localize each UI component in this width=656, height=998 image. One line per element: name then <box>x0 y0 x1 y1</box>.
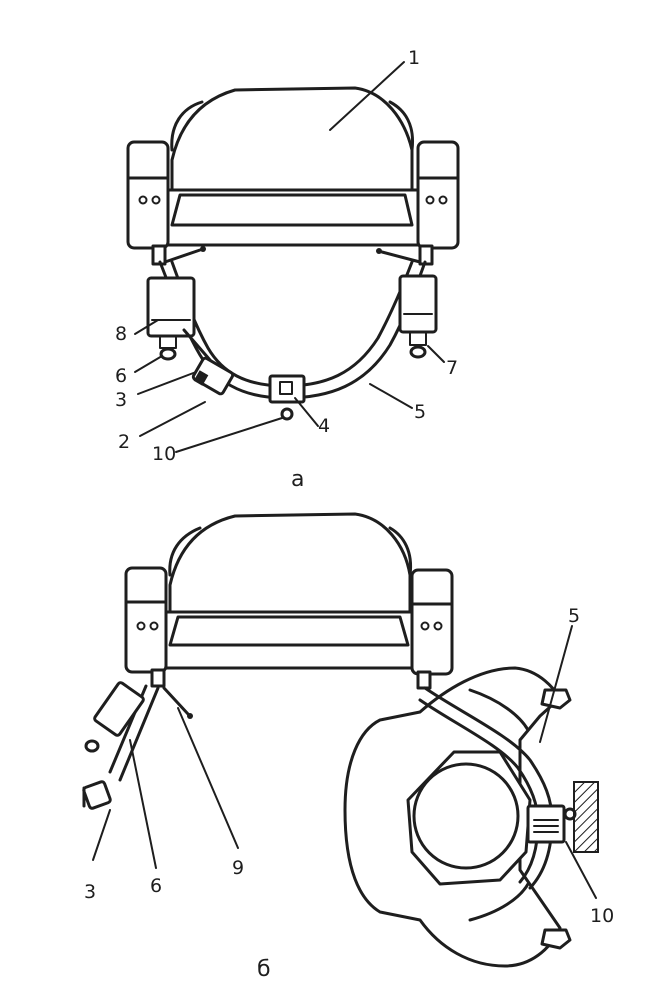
person-upper-arm-b <box>468 688 530 732</box>
seat-dome-b <box>168 512 412 614</box>
person-upper-hand-b <box>540 688 572 710</box>
right-housing-a <box>398 274 438 334</box>
right-shoulder-a <box>388 100 415 152</box>
lever-9-b <box>162 686 190 716</box>
left-side-block-b <box>124 566 168 674</box>
figure-b: 5 3 6 9 10 б <box>82 512 614 982</box>
clamp-jaw-a <box>193 370 209 386</box>
person-lower-hand-b <box>540 928 572 950</box>
label-3: 3 <box>115 389 127 411</box>
right-side-block-a <box>416 140 460 250</box>
latch-spring-b <box>533 819 559 833</box>
label-6-b: 6 <box>150 875 162 897</box>
center-latch-b <box>526 804 566 844</box>
latch-pin-a <box>280 407 294 421</box>
wall-b <box>573 781 599 853</box>
label-5-b: 5 <box>568 605 580 627</box>
left-housing-a <box>146 276 196 338</box>
center-latch-window-a <box>279 381 293 395</box>
frame-inner-a <box>170 193 414 227</box>
u-bar-inner-b <box>418 698 540 884</box>
label-4: 4 <box>318 415 330 437</box>
label-10: 10 <box>152 443 176 465</box>
left-knob-b <box>84 739 100 753</box>
right-lever-a <box>380 250 422 264</box>
label-2: 2 <box>118 431 130 453</box>
left-clamp-b <box>82 780 112 810</box>
left-pivot-a <box>151 244 167 266</box>
left-pivot-b <box>150 668 166 688</box>
person-head-b <box>412 762 520 870</box>
label-10-b: 10 <box>590 905 614 927</box>
label-3-b: 3 <box>84 881 96 903</box>
right-housing-detail-a <box>403 313 433 346</box>
left-arm-a <box>182 328 212 362</box>
seat-dome-a <box>170 86 414 192</box>
frame-inner-b <box>168 615 410 647</box>
label-9-b: 9 <box>232 857 244 879</box>
right-lever-knob-a <box>376 248 382 254</box>
left-housing-b <box>93 681 145 737</box>
right-side-block-b <box>410 568 454 676</box>
frame-body-a <box>158 188 427 247</box>
left-lever-knob-a <box>200 246 206 252</box>
center-latch-a <box>268 374 306 404</box>
label-7: 7 <box>446 357 458 379</box>
left-knob-a <box>159 347 177 361</box>
right-shoulder-b <box>388 526 413 577</box>
label-8: 8 <box>115 323 127 345</box>
label-1: 1 <box>408 47 420 69</box>
frame-body-b <box>156 610 422 670</box>
left-shoulder-b <box>168 526 202 577</box>
clamp-block-a <box>191 356 235 396</box>
u-bar-outer-b <box>423 686 554 890</box>
label-6: 6 <box>115 365 127 387</box>
left-side-block-a <box>126 140 170 250</box>
caption-b: б <box>257 957 271 982</box>
left-lever-a <box>163 248 202 264</box>
left-arm-b <box>118 686 160 782</box>
right-pivot-b <box>416 670 432 690</box>
label-5: 5 <box>414 401 426 423</box>
caption-a: a <box>291 467 304 492</box>
right-pivot-a <box>418 244 434 266</box>
lever-9-knob-b <box>187 713 193 719</box>
right-knob-a <box>409 345 427 359</box>
figure-a: 1 8 6 3 2 10 4 5 7 a <box>115 47 460 492</box>
person-lower-arm-b <box>468 882 530 922</box>
left-shoulder-a <box>170 100 204 152</box>
